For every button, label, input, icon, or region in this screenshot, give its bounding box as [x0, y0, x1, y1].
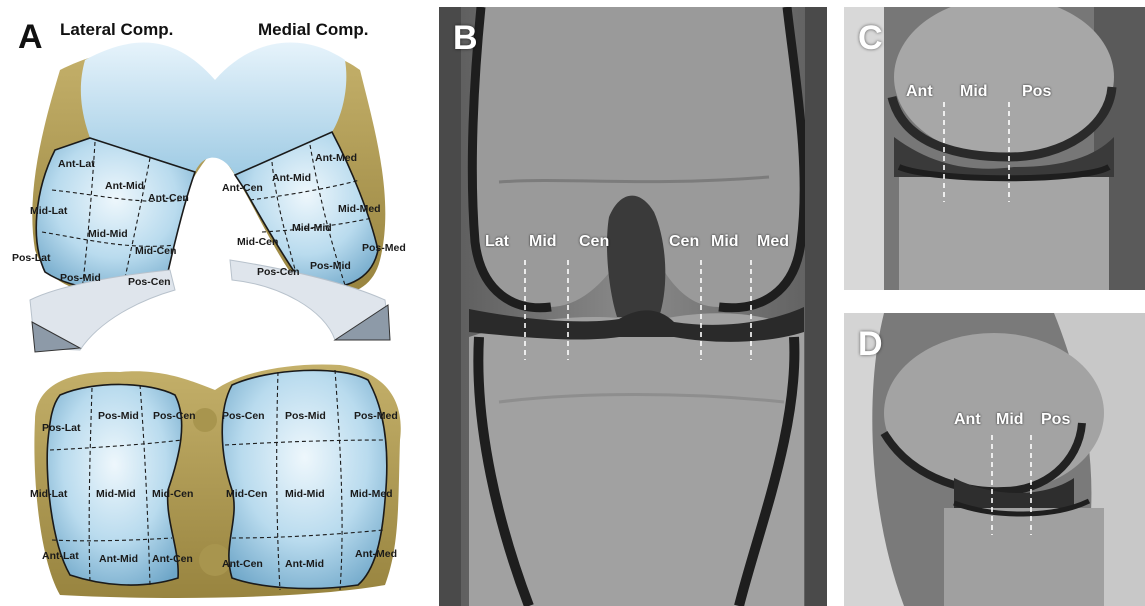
- sagittal-d-label-mid: Mid: [996, 411, 1024, 429]
- coronal-label-lat: Lat: [485, 233, 509, 251]
- tibia-lat-zone-pos-mid: Pos-Mid: [98, 410, 139, 422]
- sagittal-mri-c-image: [844, 7, 1145, 290]
- femur-lat-zone-pos-cen: Pos-Cen: [128, 276, 171, 288]
- tibia-med-zone-mid-mid: Mid-Mid: [285, 488, 325, 500]
- tibia-med-zone-pos-med: Pos-Med: [354, 410, 398, 422]
- tibia-med-zone-ant-cen: Ant-Cen: [222, 558, 263, 570]
- femur-med-zone-pos-mid: Pos-Mid: [310, 260, 351, 272]
- panel-d-label: D: [858, 327, 883, 361]
- tibia-lat-zone-ant-cen: Ant-Cen: [152, 553, 193, 565]
- sagittal-c-label-pos: Pos: [1022, 83, 1051, 101]
- femur-med-zone-mid-cen: Mid-Cen: [237, 236, 278, 248]
- tibia-med-zone-ant-med: Ant-Med: [355, 548, 397, 560]
- coronal-label-mid-lateral: Mid: [529, 233, 557, 251]
- coronal-mri-image: [439, 7, 827, 606]
- sagittal-d-label-pos: Pos: [1041, 411, 1070, 429]
- femur-med-zone-mid-med: Mid-Med: [338, 203, 381, 215]
- femur-lat-zone-ant-cen: Ant-Cen: [148, 192, 189, 204]
- femur-med-zone-ant-cen: Ant-Cen: [222, 182, 263, 194]
- panel-a-label: A: [18, 20, 43, 54]
- tibia-lat-zone-ant-lat: Ant-Lat: [42, 550, 79, 562]
- panel-b-label: B: [453, 21, 478, 55]
- tibia-lat-zone-pos-cen: Pos-Cen: [153, 410, 196, 422]
- femur-lat-zone-ant-mid: Ant-Mid: [105, 180, 144, 192]
- knee-compartment-schematic: [0, 0, 430, 606]
- sagittal-d-label-ant: Ant: [954, 411, 981, 429]
- sagittal-mri-d-image: [844, 313, 1145, 606]
- tibia-med-zone-pos-cen: Pos-Cen: [222, 410, 265, 422]
- sagittal-c-label-ant: Ant: [906, 83, 933, 101]
- panel-c-label: C: [858, 21, 883, 55]
- tibia-lat-zone-pos-lat: Pos-Lat: [42, 422, 81, 434]
- tibia-med-zone-mid-med: Mid-Med: [350, 488, 393, 500]
- tibia-lat-zone-ant-mid: Ant-Mid: [99, 553, 138, 565]
- coronal-label-cen-medial: Cen: [669, 233, 699, 251]
- femur-med-zone-mid-mid: Mid-Mid: [292, 222, 332, 234]
- tibia-lat-zone-mid-lat: Mid-Lat: [30, 488, 67, 500]
- coronal-label-cen-lateral: Cen: [579, 233, 609, 251]
- lateral-compartment-title: Lateral Comp.: [60, 20, 173, 40]
- femur-med-zone-pos-cen: Pos-Cen: [257, 266, 300, 278]
- tibia-lat-zone-mid-mid: Mid-Mid: [96, 488, 136, 500]
- femur-med-zone-ant-mid: Ant-Mid: [272, 172, 311, 184]
- panel-a-schematic: A Lateral Comp. Medial Comp. Ant-Lat Ant…: [0, 0, 430, 606]
- panel-b-coronal-mri: B Lat Mid Cen Cen Mid Med: [439, 7, 827, 606]
- femur-lat-zone-mid-mid: Mid-Mid: [88, 228, 128, 240]
- tibia-med-zone-ant-mid: Ant-Mid: [285, 558, 324, 570]
- sagittal-c-label-mid: Mid: [960, 83, 988, 101]
- femur-med-zone-ant-med: Ant-Med: [315, 152, 357, 164]
- femur-lat-zone-mid-cen: Mid-Cen: [135, 245, 176, 257]
- coronal-label-med: Med: [757, 233, 789, 251]
- tibia-lat-zone-mid-cen: Mid-Cen: [152, 488, 193, 500]
- medial-compartment-title: Medial Comp.: [258, 20, 369, 40]
- tibia-med-zone-pos-mid: Pos-Mid: [285, 410, 326, 422]
- femur-lat-zone-mid-lat: Mid-Lat: [30, 205, 67, 217]
- femur-lat-zone-ant-lat: Ant-Lat: [58, 158, 95, 170]
- tibia-med-zone-mid-cen: Mid-Cen: [226, 488, 267, 500]
- femur-lat-zone-pos-lat: Pos-Lat: [12, 252, 51, 264]
- femur-lat-zone-pos-mid: Pos-Mid: [60, 272, 101, 284]
- panel-c-sagittal-mri-lateral: C Ant Mid Pos: [844, 7, 1145, 290]
- femur-med-zone-pos-med: Pos-Med: [362, 242, 406, 254]
- panel-d-sagittal-mri-medial: D Ant Mid Pos: [844, 313, 1145, 606]
- coronal-label-mid-medial: Mid: [711, 233, 739, 251]
